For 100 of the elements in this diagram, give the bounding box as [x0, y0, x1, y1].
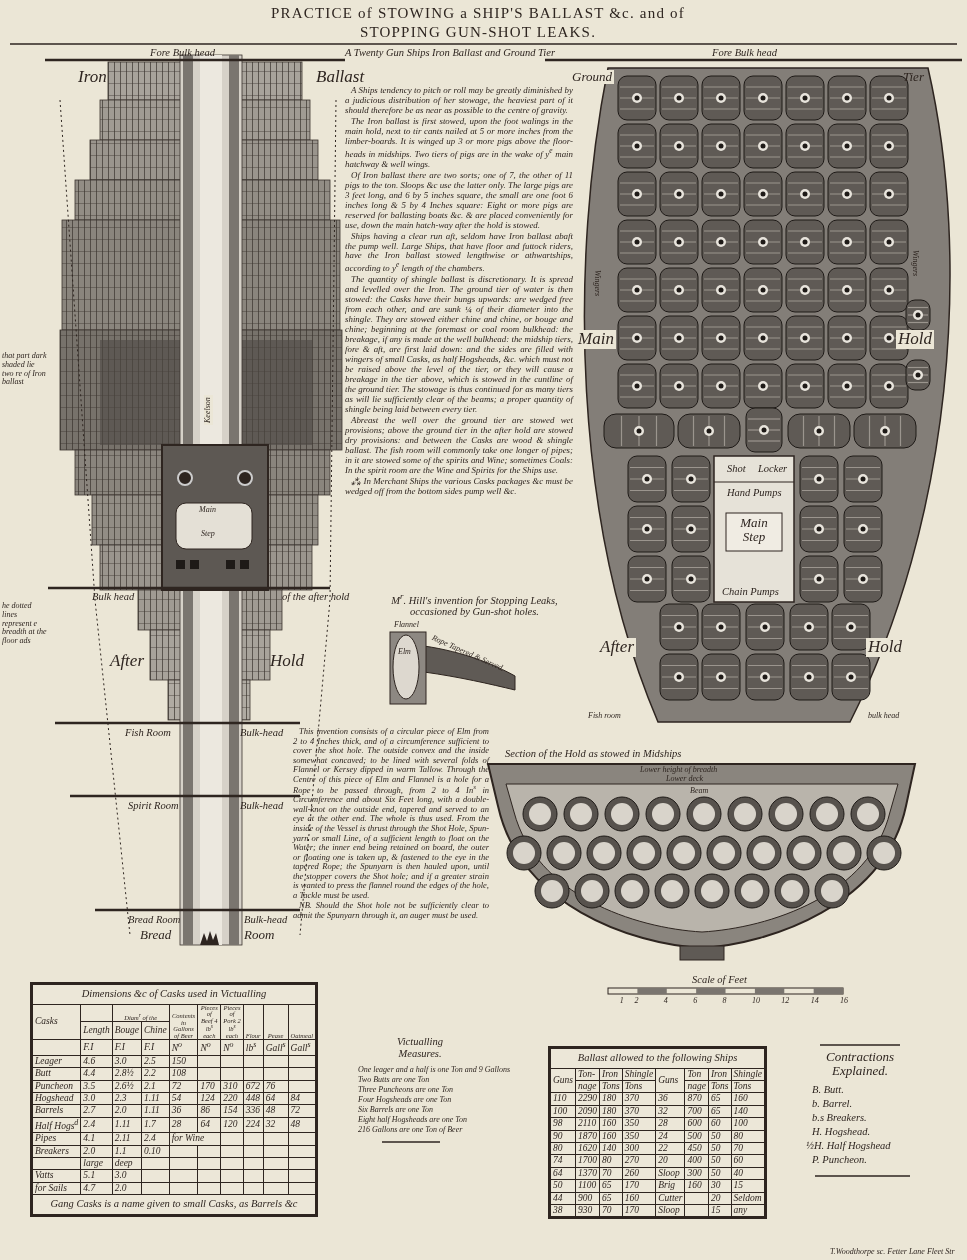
table-value: 4.4 [80, 1067, 113, 1081]
part-label: Lower height of breadth [640, 766, 718, 775]
row-label: Half Hogs$^{d}$ [31, 1117, 81, 1133]
part-label: Lower deck [666, 775, 704, 784]
part-label: Main Step [739, 516, 769, 545]
plan-label: Hold [866, 638, 904, 657]
table-value: 300 [684, 1167, 709, 1180]
table-value: 80 [549, 1142, 576, 1155]
table-value: 150 [169, 1055, 198, 1068]
table-value: 76 [263, 1080, 289, 1093]
row-label: Butt [31, 1067, 81, 1081]
table-value: 1.1 [112, 1145, 142, 1158]
table-value: 160 [599, 1117, 623, 1131]
part-label: bulk head [868, 712, 900, 721]
table-value: 448 [243, 1092, 264, 1105]
table-value: 4.1 [80, 1132, 113, 1146]
table-value: Seldom [731, 1192, 766, 1205]
part-label: Hand Pumps [727, 487, 782, 499]
table-value: 3.0 [112, 1169, 142, 1183]
column-header: F.I [80, 1039, 113, 1056]
table-value: 80 [731, 1130, 766, 1143]
engraver-credit: T.Woodthorpe sc. Fetter Lane Fleet Str [830, 1248, 955, 1257]
plan-label: Iron [78, 68, 107, 87]
table-value: 28 [655, 1117, 685, 1131]
paragraph: ⁂ In Merchant Ships the various Casks packages &c must be wedged off from the bottom sides pump well &c. [345, 476, 573, 497]
scale-number: 1 [619, 997, 624, 1006]
row-label: Pipes [31, 1132, 81, 1146]
column-header: Gall$^{s}$ [263, 1039, 289, 1056]
table-value: 98 [549, 1117, 576, 1131]
table-value: 350 [622, 1130, 656, 1143]
list-title: Contractions Explained. [825, 1050, 895, 1079]
table-value: 36 [655, 1092, 685, 1106]
part-label: Wingers [592, 270, 601, 297]
part-label: Shot [727, 463, 746, 475]
section-label: Bulk head [92, 591, 135, 603]
plan-label: After [110, 652, 144, 671]
table-value: 15 [708, 1204, 732, 1218]
measure-note: Two Butts are one Ton [358, 1076, 430, 1085]
row-label: Hogshead [31, 1092, 81, 1105]
part-label: Flannel [394, 621, 419, 630]
table-value: 86 [198, 1104, 221, 1118]
row-label: Barrels [31, 1104, 81, 1118]
table-value: Brig [655, 1179, 685, 1192]
table-value: 500 [684, 1130, 709, 1143]
column-header: Tons [731, 1080, 766, 1093]
scale-number: 14 [810, 997, 819, 1006]
table-value: 2.0 [80, 1145, 113, 1158]
table-value: 370 [622, 1092, 656, 1106]
table-value: 900 [575, 1192, 600, 1205]
margin-note: that part dark shaded lie two re of Iron ballast [2, 352, 48, 388]
part-label: Beam [690, 787, 709, 796]
measure-note: Four Hogsheads are one Ton [358, 1096, 452, 1105]
section-label: Room [244, 928, 275, 943]
row-label: Puncheon [31, 1080, 81, 1093]
table-value: 120 [220, 1117, 244, 1133]
table-value: 3.0 [80, 1092, 113, 1105]
section-label: Bread [140, 928, 172, 943]
plan-label: After [598, 638, 636, 657]
table-value: 70 [599, 1167, 623, 1180]
table-value: 90 [549, 1130, 576, 1143]
table-value: 300 [622, 1142, 656, 1155]
table-value: Sloop [655, 1204, 685, 1218]
table-value: 50 [708, 1142, 732, 1155]
table-value: 110 [549, 1092, 576, 1106]
table-value: 700 [684, 1105, 709, 1118]
measure-note: Six Barrels are one Ton [358, 1106, 434, 1115]
table-value: 140 [731, 1105, 766, 1118]
table-value: 2290 [575, 1092, 600, 1106]
column-header: Casks [31, 1004, 81, 1040]
table-value: 20 [708, 1192, 732, 1205]
scale-number: 12 [781, 997, 790, 1006]
column-header: Ton- [575, 1068, 600, 1081]
table-value: 2.11 [112, 1132, 142, 1146]
table-value: 310 [220, 1080, 244, 1093]
scale-number: 10 [751, 997, 760, 1006]
legend-entry: b.s Breakers. [812, 1112, 867, 1124]
table-value: 1.11 [112, 1117, 142, 1133]
table-value: 70 [731, 1142, 766, 1155]
table-value: 2.0 [112, 1104, 142, 1118]
part-label: Chain Pumps [722, 586, 779, 598]
table-value: 2.5 [141, 1055, 170, 1068]
table-value: 2.4 [80, 1117, 113, 1133]
table-value: 80 [599, 1154, 623, 1168]
section-label: Fish Room [125, 727, 171, 739]
table-value: 1620 [575, 1142, 600, 1155]
scale-number: 16 [840, 997, 849, 1006]
plan-label: Main [576, 330, 616, 349]
column-header: Guns [655, 1068, 685, 1093]
table-value: 370 [622, 1105, 656, 1118]
column-header: N$^{o}$ [220, 1039, 244, 1056]
table-value: 1.7 [141, 1117, 170, 1133]
table-value: 3.5 [80, 1080, 113, 1093]
measure-note: Eight half Hogsheads are one Ton [358, 1116, 467, 1125]
table-value: 5.1 [80, 1169, 113, 1183]
column-header: deep [112, 1157, 142, 1170]
table-value: 2090 [575, 1105, 600, 1118]
plan-label: Ballast [316, 68, 365, 87]
table-value: 20 [655, 1154, 685, 1168]
table-value: 15 [731, 1179, 766, 1192]
measure-note: 216 Gallons are one Ton of Beer [358, 1126, 463, 1135]
